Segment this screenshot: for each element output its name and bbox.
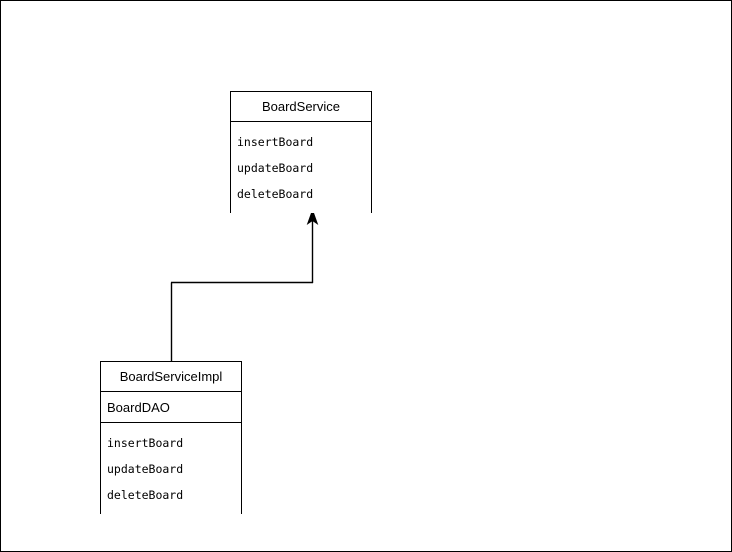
class-name-compartment: BoardServiceImpl <box>101 362 241 392</box>
operation-item: deleteBoard <box>237 187 314 201</box>
class-title: BoardService <box>261 99 341 114</box>
operation-item: deleteBoard <box>107 488 184 502</box>
operation-item: insertBoard <box>237 135 314 149</box>
attribute-item: BoardDAO <box>107 399 170 415</box>
class-box-boardservice[interactable]: BoardService insertBoard updateBoard del… <box>230 91 372 213</box>
operations-compartment: insertBoard updateBoard deleteBoard <box>101 423 241 514</box>
attributes-compartment: BoardDAO <box>101 392 241 423</box>
class-title: BoardServiceImpl <box>119 369 223 384</box>
class-name-compartment: BoardService <box>231 92 371 122</box>
operation-item: updateBoard <box>107 462 184 476</box>
operation-item: updateBoard <box>237 161 314 175</box>
class-box-boardserviceimpl[interactable]: BoardServiceImpl BoardDAO insertBoard up… <box>100 361 242 514</box>
operations-compartment: insertBoard updateBoard deleteBoard <box>231 122 371 213</box>
operation-item: insertBoard <box>107 436 184 450</box>
